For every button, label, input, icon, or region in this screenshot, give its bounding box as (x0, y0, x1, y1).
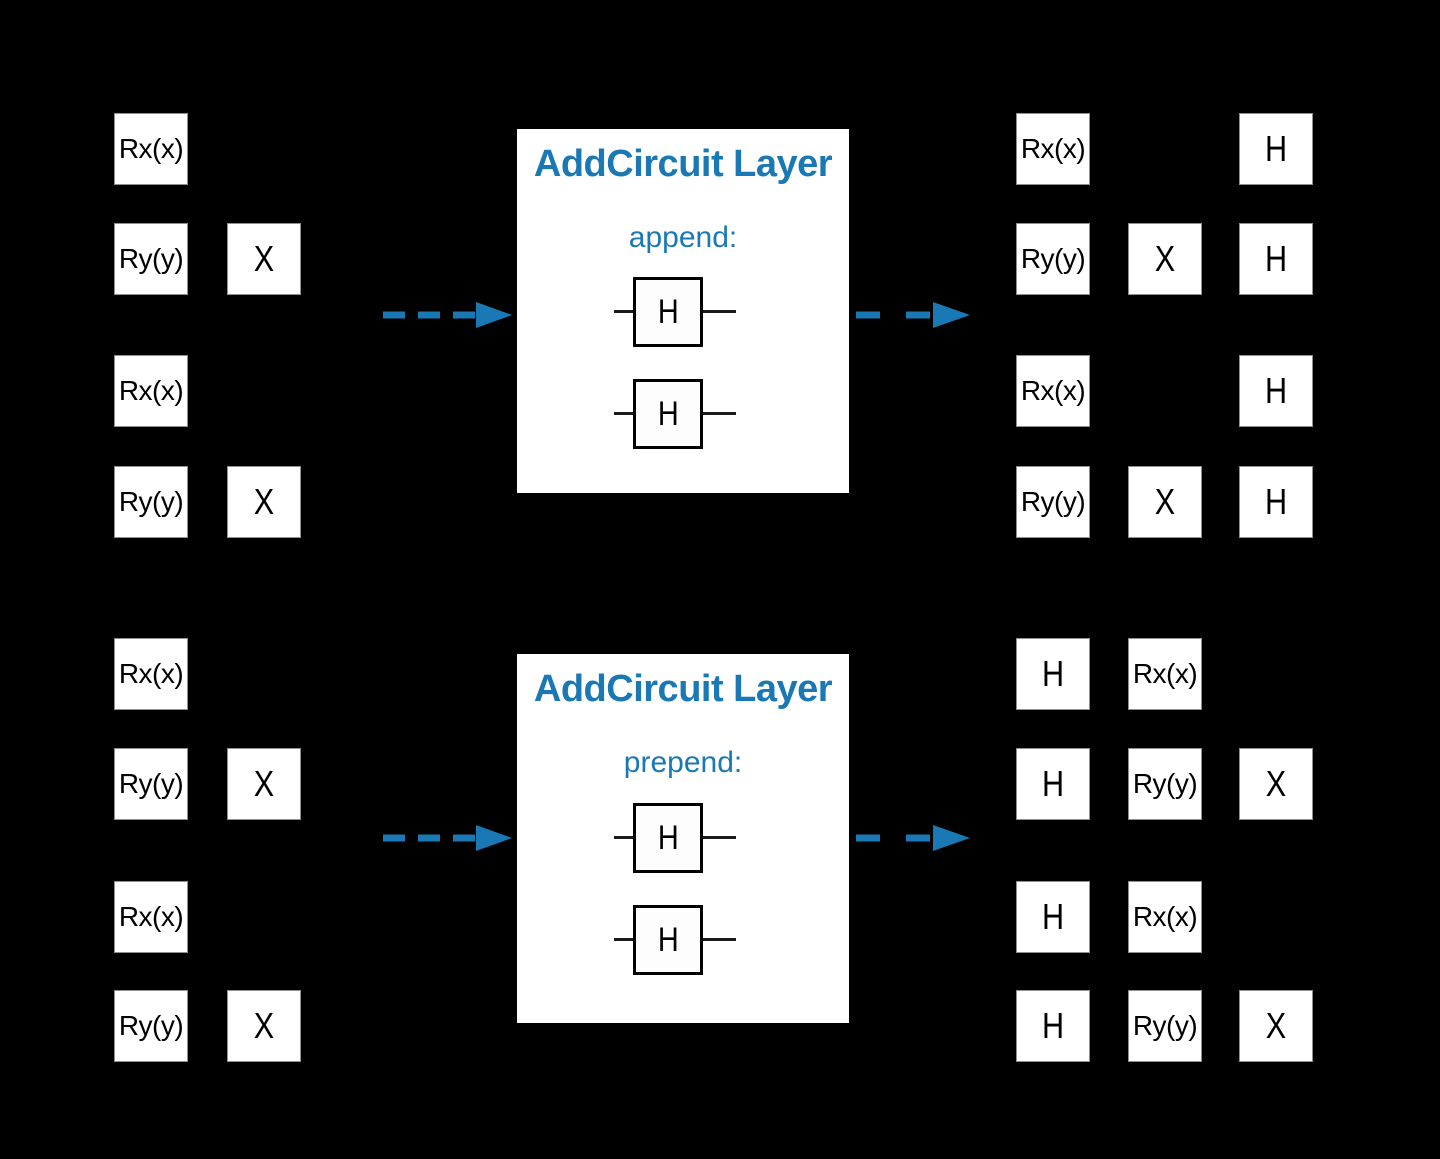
layer-title: AddCircuit Layer (533, 143, 833, 185)
gate-label: Rx(x) (118, 901, 184, 932)
wire-stub (614, 310, 633, 313)
gate-ry: Ry(y) (114, 748, 188, 820)
layer-mode-label: append: (628, 221, 738, 254)
wire-stub (614, 412, 633, 415)
gate-x: X (227, 466, 301, 538)
gate-h: H (1016, 748, 1090, 820)
wire-stub (703, 836, 736, 839)
gate-label: X (253, 1005, 275, 1046)
gate-h: H (633, 803, 703, 873)
gate-rx: Rx(x) (1128, 638, 1202, 710)
gate-h: H (1016, 881, 1090, 953)
gate-x: X (1239, 990, 1313, 1062)
gate-ry: Ry(y) (114, 990, 188, 1062)
gate-rx: Rx(x) (114, 355, 188, 427)
gate-x: X (227, 223, 301, 295)
gate-label: X (1154, 481, 1176, 522)
gate-h: H (1016, 990, 1090, 1062)
gate-label: Rx(x) (1132, 658, 1198, 689)
gate-h: H (1239, 466, 1313, 538)
gate-ry: Ry(y) (114, 466, 188, 538)
gate-h: H (1239, 223, 1313, 295)
gate-rx: Rx(x) (114, 881, 188, 953)
dashed-arrow-right-icon (383, 825, 512, 851)
addcircuit-layer-box-append: AddCircuit Layer append: H H (517, 129, 849, 493)
gate-label: H (1264, 128, 1288, 169)
wire-stub (703, 412, 736, 415)
dashed-arrow-right-icon (856, 302, 970, 328)
gate-h: H (1239, 113, 1313, 185)
gate-h: H (1239, 355, 1313, 427)
gate-label: H (1264, 238, 1288, 279)
gate-label: H (1041, 1005, 1065, 1046)
gate-rx: Rx(x) (1016, 355, 1090, 427)
gate-h: H (633, 277, 703, 347)
gate-x: X (1128, 466, 1202, 538)
wire-stub (703, 310, 736, 313)
gate-label: H (657, 818, 679, 857)
gate-label: H (1041, 763, 1065, 804)
gate-label: Rx(x) (1020, 133, 1086, 164)
gate-ry: Ry(y) (1016, 223, 1090, 295)
dashed-arrow-right-icon (383, 302, 512, 328)
gate-x: X (1239, 748, 1313, 820)
gate-ry: Ry(y) (1016, 466, 1090, 538)
wire-stub (614, 938, 633, 941)
gate-label: Ry(y) (118, 1010, 184, 1041)
gate-label: Rx(x) (118, 375, 184, 406)
wire-stub (703, 938, 736, 941)
gate-label: X (1265, 763, 1287, 804)
gate-label: Ry(y) (118, 486, 184, 517)
gate-x: X (1128, 223, 1202, 295)
gate-label: X (1265, 1005, 1287, 1046)
wire-stub (614, 836, 633, 839)
gate-label: H (1264, 370, 1288, 411)
gate-label: X (253, 763, 275, 804)
gate-label: H (657, 920, 679, 959)
gate-label: H (657, 394, 679, 433)
gate-rx: Rx(x) (114, 113, 188, 185)
gate-ry: Ry(y) (114, 223, 188, 295)
gate-label: H (1041, 653, 1065, 694)
gate-ry: Ry(y) (1128, 990, 1202, 1062)
gate-label: Rx(x) (1020, 375, 1086, 406)
layer-mode-label: prepend: (623, 746, 743, 779)
gate-label: Ry(y) (1020, 243, 1086, 274)
gate-ry: Ry(y) (1128, 748, 1202, 820)
gate-label: Rx(x) (118, 658, 184, 689)
gate-label: H (1264, 481, 1288, 522)
gate-h: H (1016, 638, 1090, 710)
gate-rx: Rx(x) (1016, 113, 1090, 185)
gate-rx: Rx(x) (1128, 881, 1202, 953)
gate-h: H (633, 379, 703, 449)
gate-label: X (253, 238, 275, 279)
gate-rx: Rx(x) (114, 638, 188, 710)
gate-label: Ry(y) (118, 243, 184, 274)
gate-label: Ry(y) (118, 768, 184, 799)
gate-label: Ry(y) (1132, 768, 1198, 799)
gate-label: Rx(x) (1132, 901, 1198, 932)
gate-h: H (633, 905, 703, 975)
dashed-arrow-right-icon (856, 825, 970, 851)
gate-x: X (227, 748, 301, 820)
addcircuit-layer-box-prepend: AddCircuit Layer prepend: H H (517, 654, 849, 1023)
gate-label: Rx(x) (118, 133, 184, 164)
gate-label: H (657, 292, 679, 331)
gate-label: X (253, 481, 275, 522)
gate-label: H (1041, 896, 1065, 937)
layer-title: AddCircuit Layer (533, 668, 833, 710)
gate-label: Ry(y) (1020, 486, 1086, 517)
gate-x: X (227, 990, 301, 1062)
gate-label: X (1154, 238, 1176, 279)
gate-label: Ry(y) (1132, 1010, 1198, 1041)
